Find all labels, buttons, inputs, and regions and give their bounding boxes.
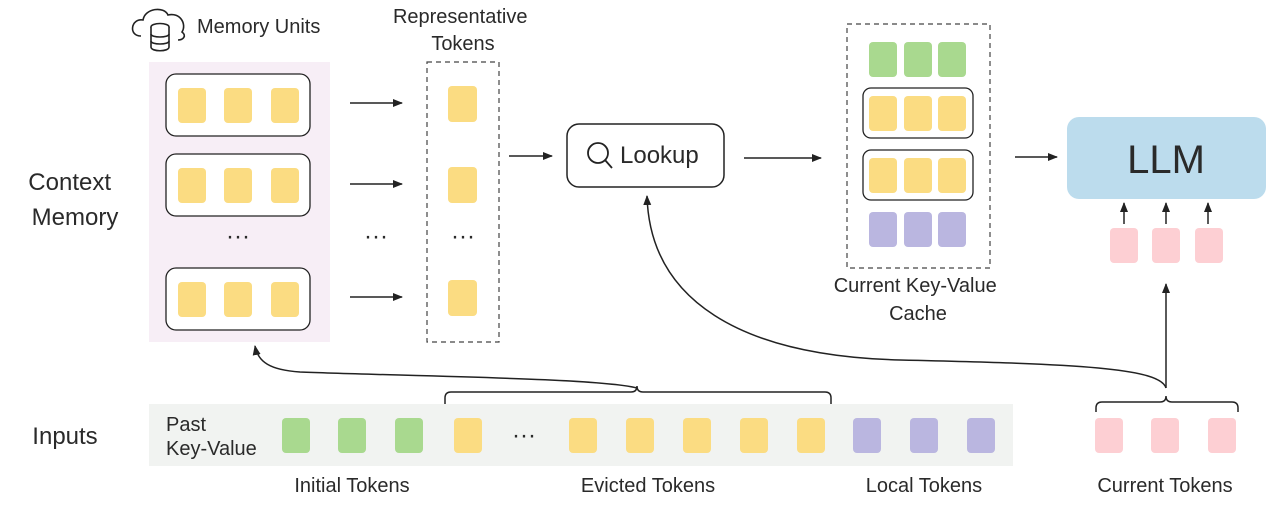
evicted-token — [797, 418, 825, 453]
kv-local-token — [938, 212, 966, 247]
context-memory-label: Context Memory — [28, 169, 118, 231]
memory-token — [271, 168, 299, 203]
llm-input-token — [1195, 228, 1223, 263]
initial-tokens-label: Initial Tokens — [294, 475, 409, 497]
current-token — [1151, 418, 1179, 453]
representative-ellipsis: ··· — [451, 223, 475, 250]
representative-tokens-label: Representative Tokens — [393, 6, 533, 55]
kv-retrieved-token — [938, 158, 966, 193]
evicted-tokens-label: Evicted Tokens — [581, 475, 715, 497]
token-squares — [178, 42, 1236, 453]
kv-retrieved-token — [869, 96, 897, 131]
memory-token — [178, 168, 206, 203]
lookup-label: Lookup — [620, 142, 699, 169]
representative-token — [448, 86, 477, 122]
current-token — [1208, 418, 1236, 453]
initial-token — [395, 418, 423, 453]
kv-initial-token — [938, 42, 966, 77]
representative-tokens-box — [426, 61, 500, 343]
arrow-current-to-lookup — [643, 195, 1167, 389]
llm-box — [1067, 117, 1266, 199]
kv-local-token — [869, 212, 897, 247]
current-tokens-brace — [1095, 395, 1239, 412]
local-token — [853, 418, 881, 453]
memory-token — [178, 282, 206, 317]
evicted-tokens-brace — [444, 385, 832, 406]
kv-retrieved-token — [904, 96, 932, 131]
arrow-evicted-to-memory — [252, 345, 638, 389]
kv-cache-box — [846, 23, 991, 269]
llm-input-token — [1152, 228, 1180, 263]
evicted-token — [740, 418, 768, 453]
evicted-token — [683, 418, 711, 453]
llm-label: LLM — [1127, 138, 1205, 182]
kv-initial-token — [869, 42, 897, 77]
kv-local-token — [904, 212, 932, 247]
evicted-token — [569, 418, 597, 453]
kv-retrieved-token — [938, 96, 966, 131]
cloud-database-icon — [131, 8, 186, 52]
inputs-label: Inputs — [32, 423, 97, 450]
current-tokens-label: Current Tokens — [1097, 475, 1232, 497]
memory-ellipsis: ··· — [226, 223, 250, 250]
kv-cache-label: Current Key-Value Cache — [834, 275, 1003, 325]
representative-token — [448, 167, 477, 203]
memory-token — [271, 282, 299, 317]
memory-token — [224, 168, 252, 203]
llm-input-token — [1110, 228, 1138, 263]
lookup-box: Lookup — [566, 123, 725, 188]
kv-initial-token — [904, 42, 932, 77]
memory-token — [271, 88, 299, 123]
evicted-token — [626, 418, 654, 453]
kv-retrieved-token — [869, 158, 897, 193]
search-icon — [587, 142, 613, 169]
arrows-ellipsis: ··· — [364, 223, 388, 250]
initial-token — [282, 418, 310, 453]
memory-token — [178, 88, 206, 123]
inputs-ellipsis: ··· — [512, 422, 536, 449]
local-tokens-label: Local Tokens — [866, 475, 982, 497]
representative-token — [448, 280, 477, 316]
memory-token — [224, 282, 252, 317]
initial-token — [338, 418, 366, 453]
kv-retrieved-token — [904, 158, 932, 193]
local-token — [910, 418, 938, 453]
past-kv-label: Past Key-Value — [166, 414, 257, 460]
memory-token — [224, 88, 252, 123]
current-token — [1095, 418, 1123, 453]
evicted-token — [454, 418, 482, 453]
local-token — [967, 418, 995, 453]
memory-units-label: Memory Units — [197, 16, 320, 38]
